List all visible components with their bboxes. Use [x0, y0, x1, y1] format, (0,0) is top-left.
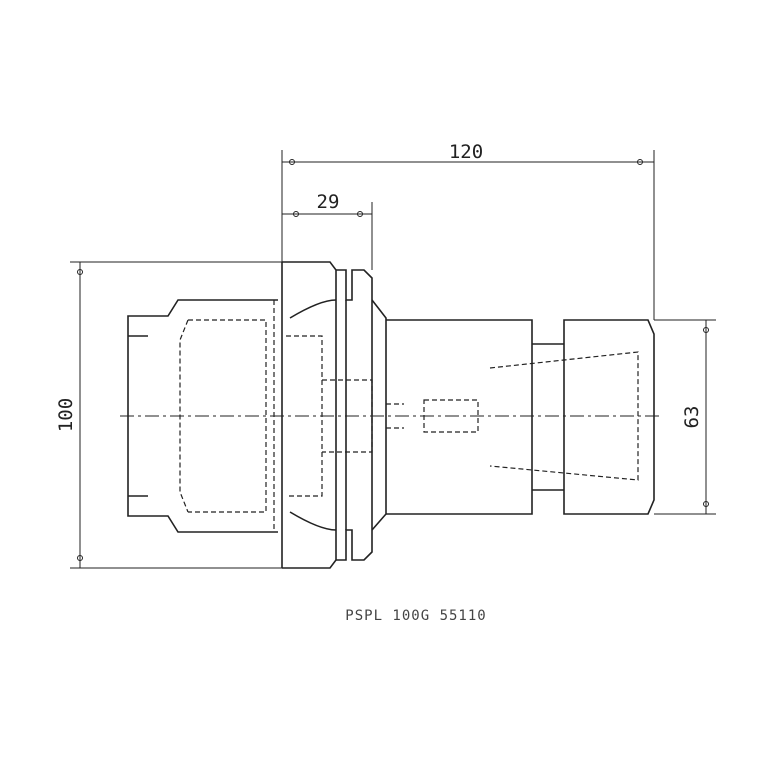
hidden-bore-shank [188, 319, 267, 513]
dim-arrow-left [289, 159, 295, 165]
dim-flange-diameter: 100 [55, 261, 282, 569]
shank-step [128, 335, 148, 497]
dim-label-nose-diameter: 63 [681, 406, 703, 429]
flange-curve [289, 299, 337, 531]
dim-label-overall: 120 [449, 141, 483, 163]
hidden-stub [386, 403, 404, 429]
hidden-cavity [322, 379, 373, 453]
flange-groove-top [336, 269, 373, 301]
dim-arrow-top [703, 327, 709, 333]
dim-overall-length: 120 [281, 141, 655, 320]
nose-nut [563, 319, 655, 515]
dim-arrow-bottom [77, 555, 83, 561]
flange-verticals [335, 300, 373, 530]
flange-bottom [282, 530, 337, 569]
body-cylinder [386, 319, 533, 515]
dim-arrow-right [637, 159, 643, 165]
dim-nose-diameter: 63 [654, 319, 716, 515]
dim-flange-length: 29 [282, 191, 373, 270]
dim-arrow-left [293, 211, 299, 217]
dim-arrow-right [357, 211, 363, 217]
flange-groove-bottom [336, 529, 373, 561]
dim-arrow-top [77, 269, 83, 275]
neck [532, 343, 564, 491]
dim-label-flange: 29 [317, 191, 340, 213]
part-outline [127, 261, 655, 569]
flange-taper [371, 299, 387, 531]
flange-top [282, 261, 337, 300]
hidden-screw [423, 399, 479, 433]
dim-arrow-bottom [703, 501, 709, 507]
dim-label-flange-diameter: 100 [55, 398, 77, 432]
part-number-caption: PSPL 100G 55110 [345, 608, 486, 624]
